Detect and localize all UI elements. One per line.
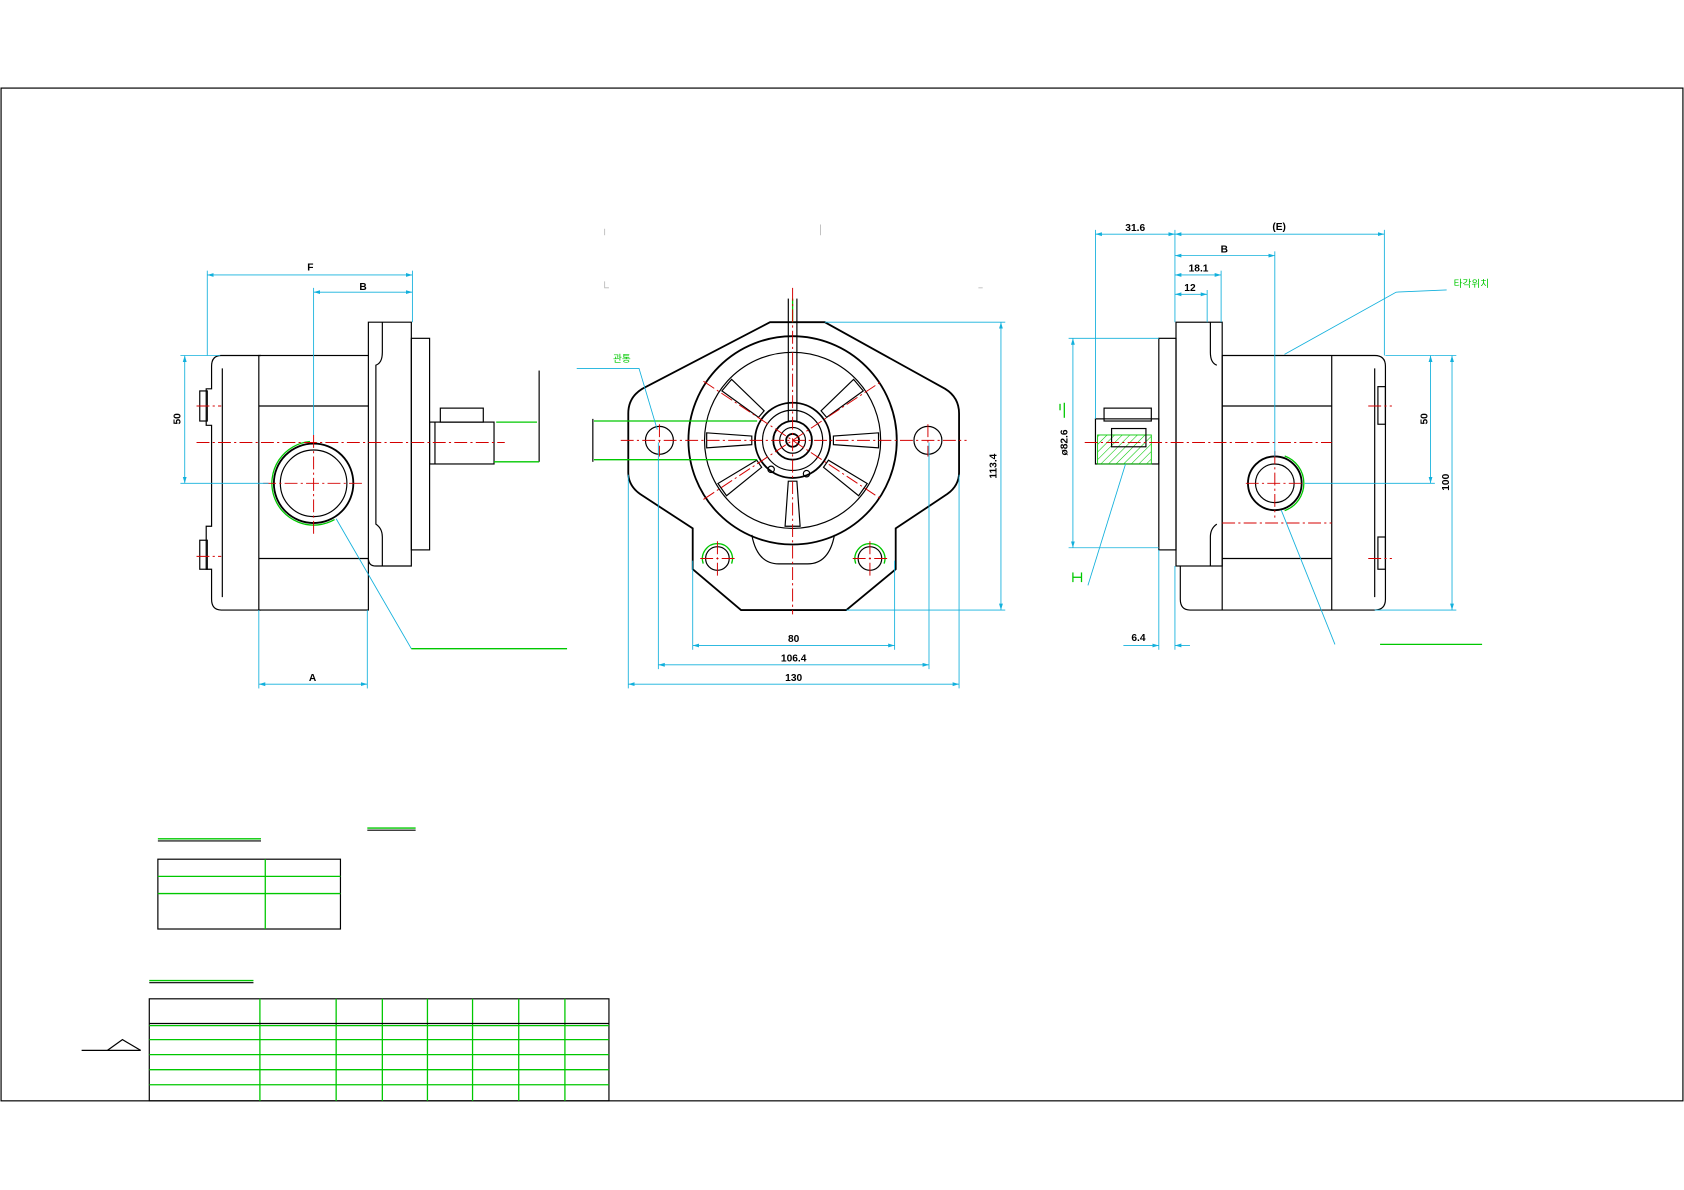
dimension-label-50: 50: [1419, 413, 1430, 425]
dimension-label-130: 130: [785, 673, 802, 684]
flange-hub-inner: [375, 322, 383, 567]
port-leader-line: [1280, 509, 1336, 645]
housing-rib: [832, 432, 880, 449]
flange-plate: [410, 337, 431, 551]
dimension-label-b: B: [359, 282, 366, 293]
shaft-key: [439, 407, 484, 423]
through-hole-leader: [576, 367, 658, 430]
dimension-label-f: F: [307, 263, 313, 274]
dimension-label-100: 100: [1441, 473, 1452, 490]
sheet-border: [0, 87, 1684, 1102]
port-leader-line: [335, 518, 412, 649]
section-mark: [1072, 572, 1083, 583]
drive-shaft: [429, 421, 495, 465]
key-slot: [1110, 427, 1147, 448]
small-screw-hole: [767, 465, 775, 474]
flange-plate: [1158, 337, 1177, 551]
dimension-label-b: B: [1221, 244, 1228, 255]
model-table: [148, 998, 610, 1102]
shaft-key-section: [1097, 434, 1152, 465]
small-screw-hole: [802, 469, 811, 478]
end-cover-outline: [205, 354, 261, 611]
housing-rib: [721, 378, 765, 419]
spec-table-area: [81, 827, 610, 1102]
housing-rib: [706, 432, 753, 449]
housing-rib: [820, 378, 865, 419]
dimension-label-12: 12: [1184, 283, 1196, 294]
dimension-label-50: 50: [172, 413, 183, 425]
lower-bolt-head: [1377, 536, 1387, 570]
faint-mark: [604, 281, 609, 289]
front-view: 113.4 80 106.4 130 관통: [576, 224, 1006, 689]
lower-hub-outline: [751, 534, 836, 565]
lower-bolt-head: [199, 539, 208, 570]
shaft-key: [1103, 407, 1152, 422]
housing-rib: [822, 459, 869, 497]
key-section-leader: [1087, 463, 1126, 586]
port-thread-arc: [1284, 455, 1305, 512]
dimension-label-31-6: 31.6: [1125, 223, 1145, 234]
mounting-flange: [1175, 321, 1223, 567]
marking-position-note: 타각위치: [1454, 278, 1490, 290]
housing-rib: [717, 459, 763, 497]
left-side-view: F B 50 A: [172, 263, 568, 689]
mounting-flange-outline: [367, 321, 412, 567]
surface-finish-symbol: [81, 1038, 141, 1051]
housing-rib: [784, 480, 801, 527]
flange-hub-inner: [1209, 322, 1218, 567]
right-side-view: 31.6 (E) B 18.1 12 ø82.6 50 100: [1059, 222, 1490, 650]
diagonal-centerline: [703, 380, 883, 500]
dimension-label-6-4: 6.4: [1131, 633, 1145, 644]
housing-ribs: [706, 378, 880, 527]
dimension-label-pilot-diameter: ø82.6: [1060, 429, 1071, 455]
flange-hex-outline: [627, 321, 960, 611]
through-hole-note: 관통: [613, 354, 631, 365]
body-outline: [1179, 354, 1387, 611]
dimension-label-80: 80: [788, 634, 800, 645]
dimension-label-e: (E): [1272, 222, 1286, 233]
dimension-label-106-4: 106.4: [781, 654, 807, 665]
dimension-label-18-1: 18.1: [1189, 264, 1209, 275]
upper-bolt-head: [1377, 386, 1387, 425]
diagonal-centerline: [703, 380, 883, 500]
marking-position-leader: [1284, 289, 1447, 355]
dimension-label-113-4: 113.4: [989, 453, 1000, 478]
port-thread-arc: [271, 440, 335, 526]
dimension-label-a: A: [309, 673, 317, 684]
